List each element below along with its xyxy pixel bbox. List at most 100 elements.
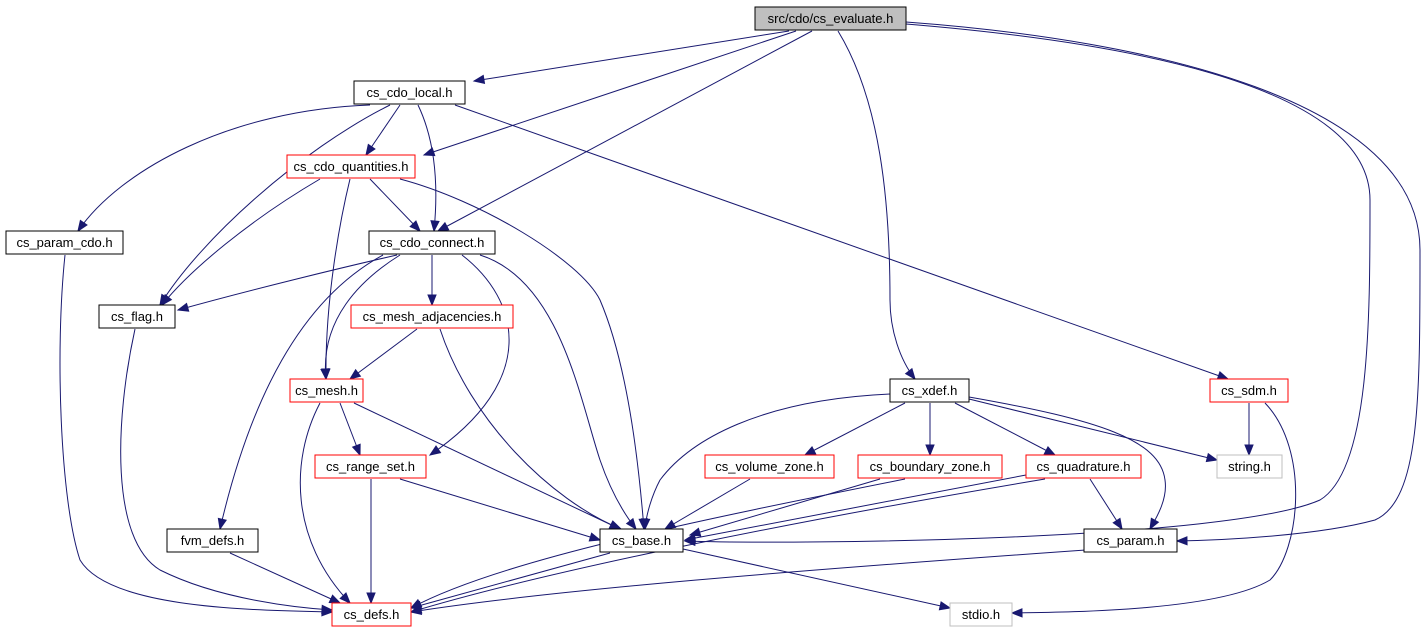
edge-arrowhead xyxy=(588,532,602,542)
edge-evaluate-to-local xyxy=(472,30,790,85)
edge-line xyxy=(905,21,1421,542)
edge-arrowhead xyxy=(925,444,935,457)
node-range-set[interactable]: cs_range_set.h xyxy=(314,454,427,479)
edge-arrowhead xyxy=(77,219,88,233)
node-local[interactable]: cs_cdo_local.h xyxy=(353,80,466,105)
edge-local-to-param_cdo xyxy=(77,104,371,233)
edge-line xyxy=(837,30,916,380)
edge-line xyxy=(417,104,437,232)
node-label: cs_mesh_adjacencies.h xyxy=(363,309,502,324)
node-boundary-zone[interactable]: cs_boundary_zone.h xyxy=(857,454,1003,479)
node-mesh[interactable]: cs_mesh.h xyxy=(289,378,364,403)
edge-line xyxy=(325,178,351,380)
node-box xyxy=(5,230,124,255)
edge-line xyxy=(473,30,790,82)
node-evaluate[interactable]: src/cdo/cs_evaluate.h xyxy=(754,6,907,31)
graph-edges xyxy=(59,21,1421,618)
edge-line xyxy=(324,254,401,380)
edge-xdef-to-volume_zone xyxy=(803,402,906,456)
edge-arrowhead xyxy=(803,445,817,456)
edge-local-to-connect xyxy=(417,104,440,233)
edge-arrowhead xyxy=(1149,517,1160,531)
edge-line xyxy=(410,478,1046,613)
edge-line xyxy=(349,328,418,380)
edge-line xyxy=(968,398,1218,461)
edge-sdm-to-string xyxy=(1244,403,1254,457)
edge-line xyxy=(682,548,951,609)
edge-arrowhead xyxy=(366,592,376,605)
edge-arrowhead xyxy=(428,445,442,456)
edge-adjacencies-to-mesh xyxy=(348,328,418,380)
node-box xyxy=(857,454,1003,479)
edge-arrowhead xyxy=(351,443,361,457)
edge-line xyxy=(410,552,611,609)
edge-evaluate-to-quantities xyxy=(422,30,797,157)
node-label: string.h xyxy=(1228,459,1271,474)
edge-quadrature-to-base xyxy=(683,474,1027,543)
node-xdef[interactable]: cs_xdef.h xyxy=(889,378,970,403)
node-param-cdo[interactable]: cs_param_cdo.h xyxy=(5,230,124,255)
edge-arrowhead xyxy=(339,592,351,604)
node-box xyxy=(949,602,1013,627)
edge-line xyxy=(684,23,1371,543)
node-label: fvm_defs.h xyxy=(181,533,245,548)
edge-local-to-flag xyxy=(159,104,391,307)
edge-line xyxy=(664,478,751,530)
node-label: cs_param_cdo.h xyxy=(16,235,112,250)
edge-line xyxy=(219,254,384,530)
edge-arrowhead xyxy=(320,368,330,381)
edge-local-to-quantities xyxy=(365,104,401,157)
edge-arrowhead xyxy=(688,527,702,537)
edge-xdef-to-base xyxy=(641,393,891,531)
edge-line xyxy=(684,474,1027,541)
node-box xyxy=(350,304,514,329)
edge-evaluate-to-connect xyxy=(436,30,813,232)
edge-arrowhead xyxy=(1216,371,1230,380)
edge-mesh-to-range_set xyxy=(339,402,361,457)
node-sdm[interactable]: cs_sdm.h xyxy=(1209,378,1289,403)
node-string: string.h xyxy=(1216,454,1283,479)
edge-connect-to-range_set xyxy=(428,254,510,456)
edge-quadrature-to-param xyxy=(1089,478,1123,531)
edge-arrowhead xyxy=(436,221,450,232)
edge-fvm_defs-to-defs xyxy=(229,552,342,604)
node-quadrature[interactable]: cs_quadrature.h xyxy=(1025,454,1142,479)
node-label: cs_base.h xyxy=(612,533,671,548)
edge-line xyxy=(439,328,622,530)
node-label: cs_sdm.h xyxy=(1221,383,1277,398)
node-box xyxy=(1216,454,1283,479)
edge-flag-to-defs xyxy=(120,328,334,615)
edge-quadrature-to-defs xyxy=(409,478,1046,614)
node-label: cs_quadrature.h xyxy=(1037,459,1131,474)
node-base[interactable]: cs_base.h xyxy=(599,528,684,553)
graph-nodes: src/cdo/cs_evaluate.h cs_cdo_local.h cs_cd… xyxy=(5,6,1289,627)
node-label: cs_cdo_connect.h xyxy=(380,235,485,250)
edge-sdm-to-stdio xyxy=(1010,402,1297,618)
node-connect[interactable]: cs_cdo_connect.h xyxy=(368,230,496,255)
node-fvm-defs[interactable]: fvm_defs.h xyxy=(166,528,259,553)
edge-evaluate-to-xdef xyxy=(837,30,916,381)
node-flag[interactable]: cs_flag.h xyxy=(98,304,176,329)
edge-arrowhead xyxy=(1175,536,1188,546)
edge-arrowhead xyxy=(348,368,362,380)
edge-arrowhead xyxy=(321,604,334,615)
edge-line xyxy=(954,402,1056,456)
node-box xyxy=(166,528,259,553)
node-box xyxy=(353,80,466,105)
edge-range_set-to-base xyxy=(399,478,602,542)
node-adjacencies[interactable]: cs_mesh_adjacencies.h xyxy=(350,304,514,329)
edge-mesh-to-defs xyxy=(299,402,351,604)
node-param[interactable]: cs_param.h xyxy=(1083,528,1178,553)
node-volume-zone[interactable]: cs_volume_zone.h xyxy=(704,454,835,479)
edge-boundary_zone-to-base xyxy=(688,478,881,537)
node-box xyxy=(704,454,835,479)
node-box xyxy=(98,304,176,329)
node-label: cs_param.h xyxy=(1097,533,1165,548)
edge-evaluate-to-param xyxy=(905,21,1421,546)
node-box xyxy=(368,230,496,255)
edge-line xyxy=(399,178,645,530)
edge-line xyxy=(59,254,333,613)
node-defs[interactable]: cs_defs.h xyxy=(331,602,412,627)
node-quantities[interactable]: cs_cdo_quantities.h xyxy=(286,154,416,179)
